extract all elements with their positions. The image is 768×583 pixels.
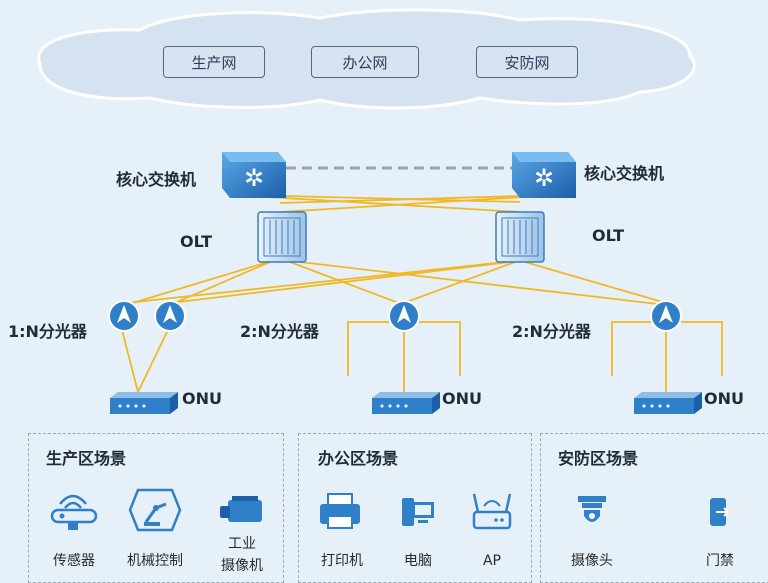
device-label-camera: 摄像头 [571, 553, 613, 569]
camera-icon [578, 496, 606, 522]
fiber-links [121, 195, 723, 393]
splitter-left-label: 1:N分光器 [8, 322, 87, 341]
mechanical-control-icon [128, 488, 182, 532]
splitter-2-icon [388, 300, 420, 332]
access-control-icon [710, 498, 730, 526]
network-box-office: 办公网 [311, 46, 419, 78]
onu-left-icon [110, 392, 178, 414]
onu-middle-icon [372, 392, 440, 414]
onu-left-label: ONU [182, 389, 222, 408]
core-switch-right-label: 核心交换机 [584, 164, 665, 183]
device-label-sensor: 传感器 [53, 553, 95, 569]
sensor-icon [50, 494, 98, 530]
svg-text:✲: ✲ [534, 164, 554, 192]
device-label-computer: 电脑 [404, 553, 432, 569]
device-label-mechanical-control: 机械控制 [127, 553, 183, 569]
splitter-1b-icon [154, 300, 186, 332]
core-switch-left-icon: ✲ [222, 152, 286, 198]
olt-left-icon [257, 211, 307, 263]
printer-icon [320, 493, 360, 529]
splitter-middle-label: 2:N分光器 [240, 322, 319, 341]
svg-text:✲: ✲ [244, 164, 264, 192]
zone-security-title: 安防区场景 [558, 449, 639, 468]
access-point-icon [472, 493, 512, 530]
computer-icon [402, 498, 434, 526]
onu-right-icon [634, 392, 702, 414]
device-label-access-control: 门禁 [706, 553, 734, 569]
core-switch-left-label: 核心交换机 [116, 170, 197, 189]
splitter-right-label: 2:N分光器 [512, 322, 591, 341]
olt-right-icon [495, 211, 545, 263]
network-box-production: 生产网 [163, 46, 265, 78]
device-label-ap: AP [482, 553, 502, 569]
core-switch-right-icon: ✲ [512, 152, 576, 198]
device-label-industrial-camera: 工业 摄像机 [221, 536, 263, 574]
splitter-3-icon [650, 300, 682, 332]
industrial-camera-icon [220, 496, 262, 522]
zone-production-title: 生产区场景 [46, 449, 127, 468]
network-box-security: 安防网 [476, 46, 578, 78]
olt-left-label: OLT [180, 232, 213, 251]
olt-right-label: OLT [592, 226, 625, 245]
device-label-printer: 打印机 [321, 553, 363, 569]
onu-right-label: ONU [704, 389, 744, 408]
onu-middle-label: ONU [442, 389, 482, 408]
zone-office-title: 办公区场景 [318, 449, 399, 468]
splitter-1a-icon [108, 300, 140, 332]
